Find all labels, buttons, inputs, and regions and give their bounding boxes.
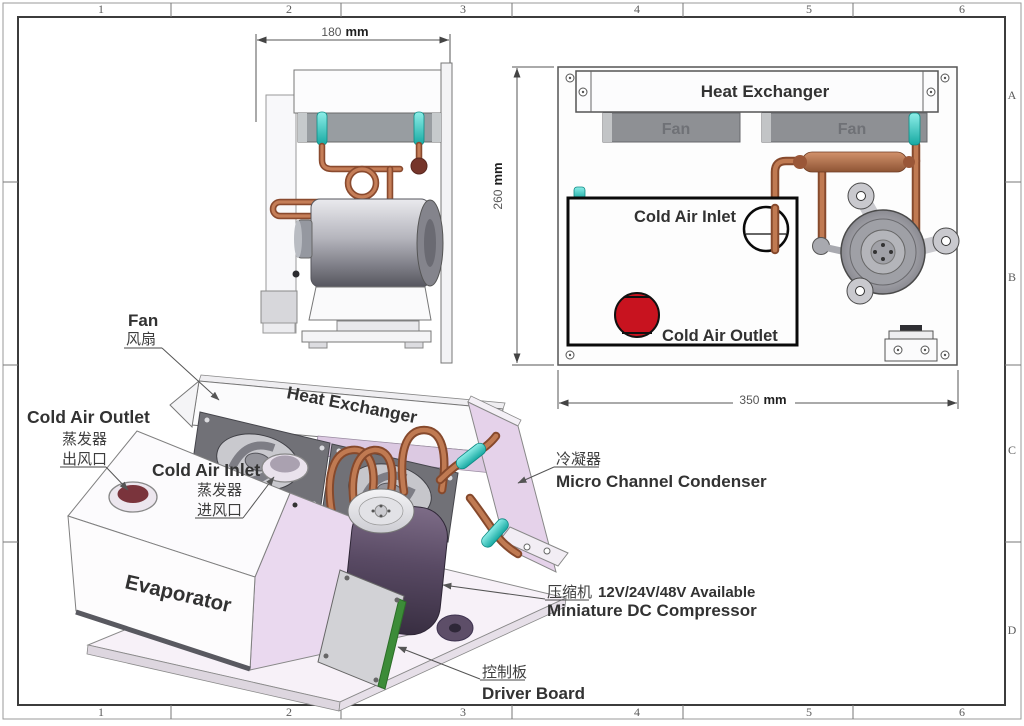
bottom-ruler: 1 2 3 4 5 6	[98, 705, 965, 719]
copper-piping-side	[269, 141, 428, 220]
grid-column-label: 1	[98, 705, 104, 719]
grid-column-label: 2	[286, 705, 292, 719]
valve-bracket	[884, 325, 938, 362]
grid-column-label: 5	[806, 2, 812, 16]
mounting-backplate	[440, 62, 453, 364]
bolt	[292, 270, 300, 278]
cold-air-outlet-zh2: 出风口	[62, 450, 107, 468]
teal-connector-lower	[481, 518, 509, 548]
heat-exchanger-side	[293, 69, 442, 114]
fan-label-zh: 风扇	[126, 330, 156, 348]
compressor-label-line2: Miniature DC Compressor	[547, 601, 757, 620]
cold-air-outlet-port	[614, 292, 660, 338]
dimension-260mm: 260mm	[490, 162, 505, 209]
grid-column-label: 6	[959, 705, 965, 719]
grid-column-label: 3	[460, 705, 466, 719]
compressor-top	[840, 182, 960, 305]
condenser-label-zh: 冷凝器	[556, 450, 601, 468]
cold-air-inlet-port	[742, 205, 790, 253]
fan-label: Fan	[128, 311, 158, 330]
condenser-label: Micro Channel Condenser	[556, 472, 767, 491]
grid-column-label: 4	[634, 2, 640, 16]
refrigerant-tube-right	[413, 111, 425, 146]
fan-left-label: Fan	[662, 121, 690, 138]
fan-right-label: Fan	[838, 121, 866, 138]
grid-column-label: 5	[806, 705, 812, 719]
cold-air-inlet-label-top: Cold Air Inlet	[634, 208, 737, 226]
cold-air-inlet-zh2: 进风口	[197, 501, 242, 519]
cold-air-outlet-label: Cold Air Outlet	[27, 407, 150, 427]
grid-column-label: 1	[98, 2, 104, 16]
refrigerant-tube-top	[908, 112, 921, 146]
top-ruler: 1 2 3 4 5 6	[98, 2, 965, 17]
iso-view: Fan 风扇 Cold Air Outlet 蒸发器 出风口 Cold Air …	[27, 311, 767, 712]
pipe-elbow	[410, 157, 428, 175]
condenser-iso	[467, 395, 569, 573]
grid-row-label: A	[1008, 88, 1017, 102]
grid-row-label: B	[1008, 270, 1016, 284]
pipe-joint-ball	[812, 237, 830, 255]
cold-air-inlet-label: Cold Air Inlet	[152, 460, 260, 480]
cold-air-outlet-label-top: Cold Air Outlet	[662, 327, 778, 345]
right-ruler: A B C D	[1005, 88, 1021, 637]
left-ruler	[3, 181, 18, 543]
cold-air-inlet-zh1: 蒸发器	[197, 481, 242, 499]
driver-board-label-zh: 控制板	[482, 663, 527, 681]
compressor-side	[292, 198, 444, 288]
cold-air-outlet-ring	[108, 481, 158, 513]
refrigerant-tube-left	[316, 111, 328, 146]
grid-column-label: 6	[959, 2, 965, 16]
grid-column-label: 3	[460, 2, 466, 16]
grid-column-label: 2	[286, 2, 292, 16]
panel-screws	[565, 73, 950, 360]
grid-row-label: D	[1008, 623, 1017, 637]
fan-left	[602, 112, 741, 143]
compressor-bracket	[308, 286, 432, 321]
side-column-base	[260, 290, 298, 324]
grid-column-label: 4	[634, 705, 640, 719]
filter-drier	[801, 151, 908, 173]
grid-row-label: C	[1008, 443, 1016, 457]
base-rail	[301, 330, 432, 343]
driver-board-label: Driver Board	[482, 684, 585, 703]
top-view-height-dimension: 260mm	[490, 66, 554, 366]
heat-exchanger-top	[575, 70, 939, 113]
top-view: 260mm Heat Exchanger Fan Fan	[490, 66, 960, 409]
teal-connector-upper	[455, 442, 487, 470]
cold-air-outlet-zh1: 蒸发器	[62, 430, 107, 448]
cold-air-inlet-ring	[261, 453, 309, 483]
heat-exchanger-label: Heat Exchanger	[701, 82, 830, 101]
mounting-lugs	[846, 182, 960, 305]
driver-board-iso	[317, 569, 407, 690]
